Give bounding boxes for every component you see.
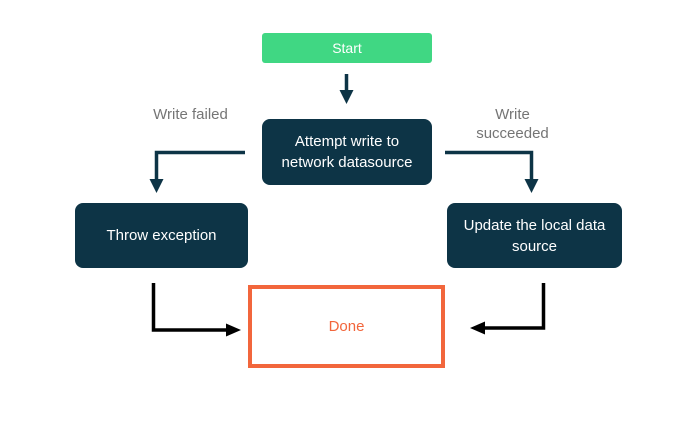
arrow-attempt-to-update [445, 150, 539, 193]
edge-label-write-failed: Write failed [153, 106, 228, 123]
node-throw-exception: Throw exception [75, 203, 248, 268]
arrow-start-to-attempt [339, 74, 354, 104]
arrow-attempt-to-throw [149, 150, 245, 193]
arrow-throw-to-done [151, 283, 241, 337]
edge-label-write-succeeded: Write succeeded [476, 106, 549, 142]
arrow-update-to-done [470, 283, 546, 335]
node-attempt-write: Attempt write to network datasource [262, 119, 432, 185]
node-update-local-label: Update the local data source [463, 216, 606, 255]
node-done-label: Done [328, 318, 365, 335]
node-attempt-write-label: Attempt write to network datasource [281, 133, 413, 171]
node-update-local: Update the local data source [447, 203, 622, 268]
node-throw-exception-label: Throw exception [106, 227, 217, 244]
node-done: Done [248, 285, 445, 368]
node-start-label: Start [332, 39, 362, 56]
node-start: Start [262, 33, 432, 63]
